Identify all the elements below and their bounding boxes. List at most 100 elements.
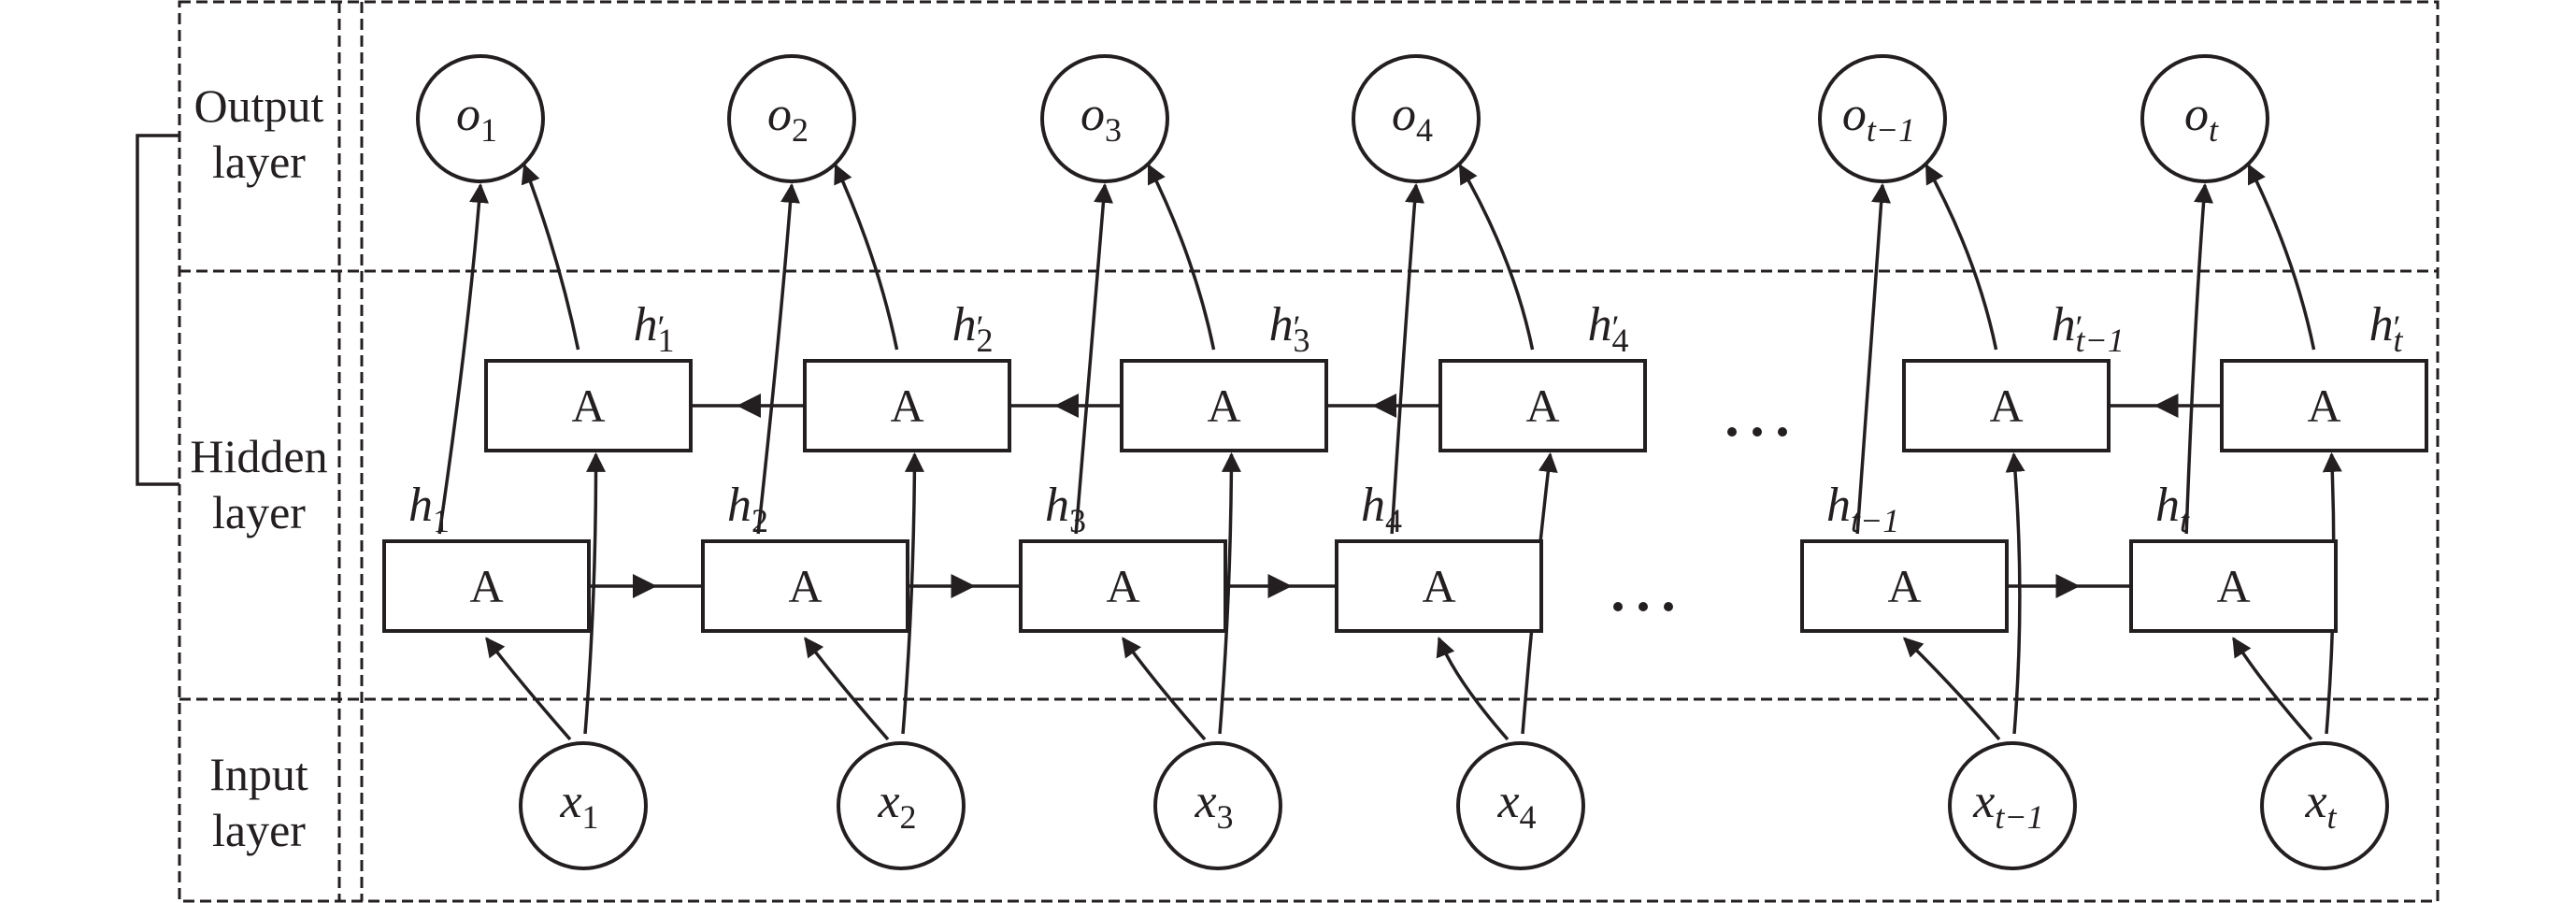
forward-to-output-arrow [1855, 182, 1892, 535]
hidden-layer-label-line1: Hidden [190, 430, 327, 482]
input-layer-label-line1: Input [209, 748, 308, 800]
backward-to-output-arrow [1147, 164, 1216, 351]
input-node-label: x3 [1194, 775, 1233, 836]
input-to-forward-arrow [485, 637, 572, 741]
backward-state-label: h′t [2369, 298, 2404, 359]
backward-cell-label: A [1989, 380, 2023, 432]
backward-to-output-arrow [1458, 164, 1535, 351]
input-node [1456, 741, 1585, 870]
backward-cell [1902, 359, 2111, 452]
input-to-forward-arrow [1122, 637, 1207, 741]
input-node [2260, 741, 2389, 870]
ellipsis-dot [1753, 427, 1762, 437]
backward-arrowhead [1054, 394, 1079, 418]
forward-to-output-arrow [2184, 182, 2214, 535]
forward-arrowhead [633, 574, 657, 598]
backward-arrowhead [737, 394, 761, 418]
forward-cell [1335, 539, 1543, 633]
output-node-label: o1 [456, 88, 497, 149]
input-to-forward-arrow [1436, 637, 1510, 741]
forward-to-output-arrow [1074, 182, 1114, 535]
forward-cell-label: A [469, 560, 503, 612]
backward-cell [2220, 359, 2428, 452]
backward-to-output-arrow [834, 164, 899, 351]
forward-arrowhead [2055, 574, 2081, 598]
backward-ellipsis: ... [1727, 427, 1787, 437]
hidden-layer-label-line2: layer [212, 486, 306, 538]
input-node [519, 741, 648, 870]
backward-state-label: h′4 [1588, 298, 1629, 359]
forward-state-label: h1 [408, 479, 450, 539]
backward-arrowhead [2154, 394, 2179, 418]
frame [178, 0, 2440, 903]
forward-arrowhead [1267, 574, 1293, 598]
forward-to-output-arrow [756, 182, 801, 535]
input-to-backward-arrow [583, 452, 607, 735]
forward-cell [1800, 539, 2009, 633]
output-layer-label-line1: Output [194, 79, 324, 132]
bidirectional-bracket [136, 134, 179, 486]
connections [437, 164, 2342, 741]
backward-cell-label: A [1207, 380, 1240, 432]
forward-state-label: h2 [727, 479, 768, 539]
forward-state-label: ht−1 [1826, 479, 1899, 539]
input-to-forward-arrow [1902, 637, 2001, 741]
backward-cell [1120, 359, 1328, 452]
layer-labels: Output layer Hidden layer Input layer [190, 79, 327, 856]
backward-cell-label: A [2307, 380, 2340, 432]
input-node-label: xt−1 [1972, 775, 2043, 836]
forward-to-output-arrow [437, 182, 490, 535]
output-node [1352, 54, 1481, 183]
input-node-label: xt [2304, 775, 2337, 836]
output-node-label: o2 [767, 88, 809, 149]
forward-to-output-arrow [1390, 182, 1425, 535]
output-node [727, 54, 856, 183]
input-node [837, 741, 966, 870]
forward-cell [382, 539, 591, 633]
backward-to-output-arrow [2247, 164, 2316, 351]
forward-ellipsis: ... [1613, 602, 1673, 611]
forward-cell-label: A [1422, 560, 1455, 612]
input-node-label: x4 [1496, 775, 1536, 836]
backward-to-output-arrow [1925, 164, 1998, 351]
output-node-label: o4 [1392, 88, 1433, 149]
output-node-label: o3 [1080, 88, 1122, 149]
outer-frame [178, 0, 2440, 903]
output-node-label: ot−1 [1842, 88, 1915, 149]
ellipses: ...... [1613, 427, 1787, 611]
input-layer-label-line2: layer [212, 804, 306, 856]
backward-cell [803, 359, 1011, 452]
output-node-label: ot [2184, 88, 2219, 149]
forward-cell [1019, 539, 1227, 633]
forward-cell [701, 539, 909, 633]
input-to-forward-arrow [804, 637, 890, 741]
backward-arrowhead [1372, 394, 1396, 418]
input-node [1153, 741, 1282, 870]
forward-state-label: h3 [1045, 479, 1086, 539]
output-node [416, 54, 545, 183]
input-to-forward-arrow [2232, 637, 2313, 741]
nodes: o1x1Ah′1Ah1o2x2Ah′2Ah2o3x3Ah′3Ah3o4x4Ah′… [382, 54, 2428, 870]
output-node [1040, 54, 1169, 183]
input-to-backward-arrow [1218, 452, 1241, 735]
backward-cell [484, 359, 693, 452]
forward-arrowhead [951, 574, 976, 598]
forward-cell-label: A [2216, 560, 2250, 612]
input-node-label: x2 [877, 775, 916, 836]
backward-state-label: h′2 [952, 298, 994, 359]
backward-cell-label: A [571, 380, 605, 432]
input-node [1948, 741, 2077, 870]
forward-cell-label: A [1887, 560, 1921, 612]
input-to-backward-arrow [2005, 452, 2025, 735]
forward-cell [2129, 539, 2338, 633]
forward-cell-label: A [1106, 560, 1139, 612]
backward-state-label: h′1 [634, 298, 675, 359]
backward-cell [1438, 359, 1647, 452]
ellipsis-dot [1778, 427, 1787, 437]
